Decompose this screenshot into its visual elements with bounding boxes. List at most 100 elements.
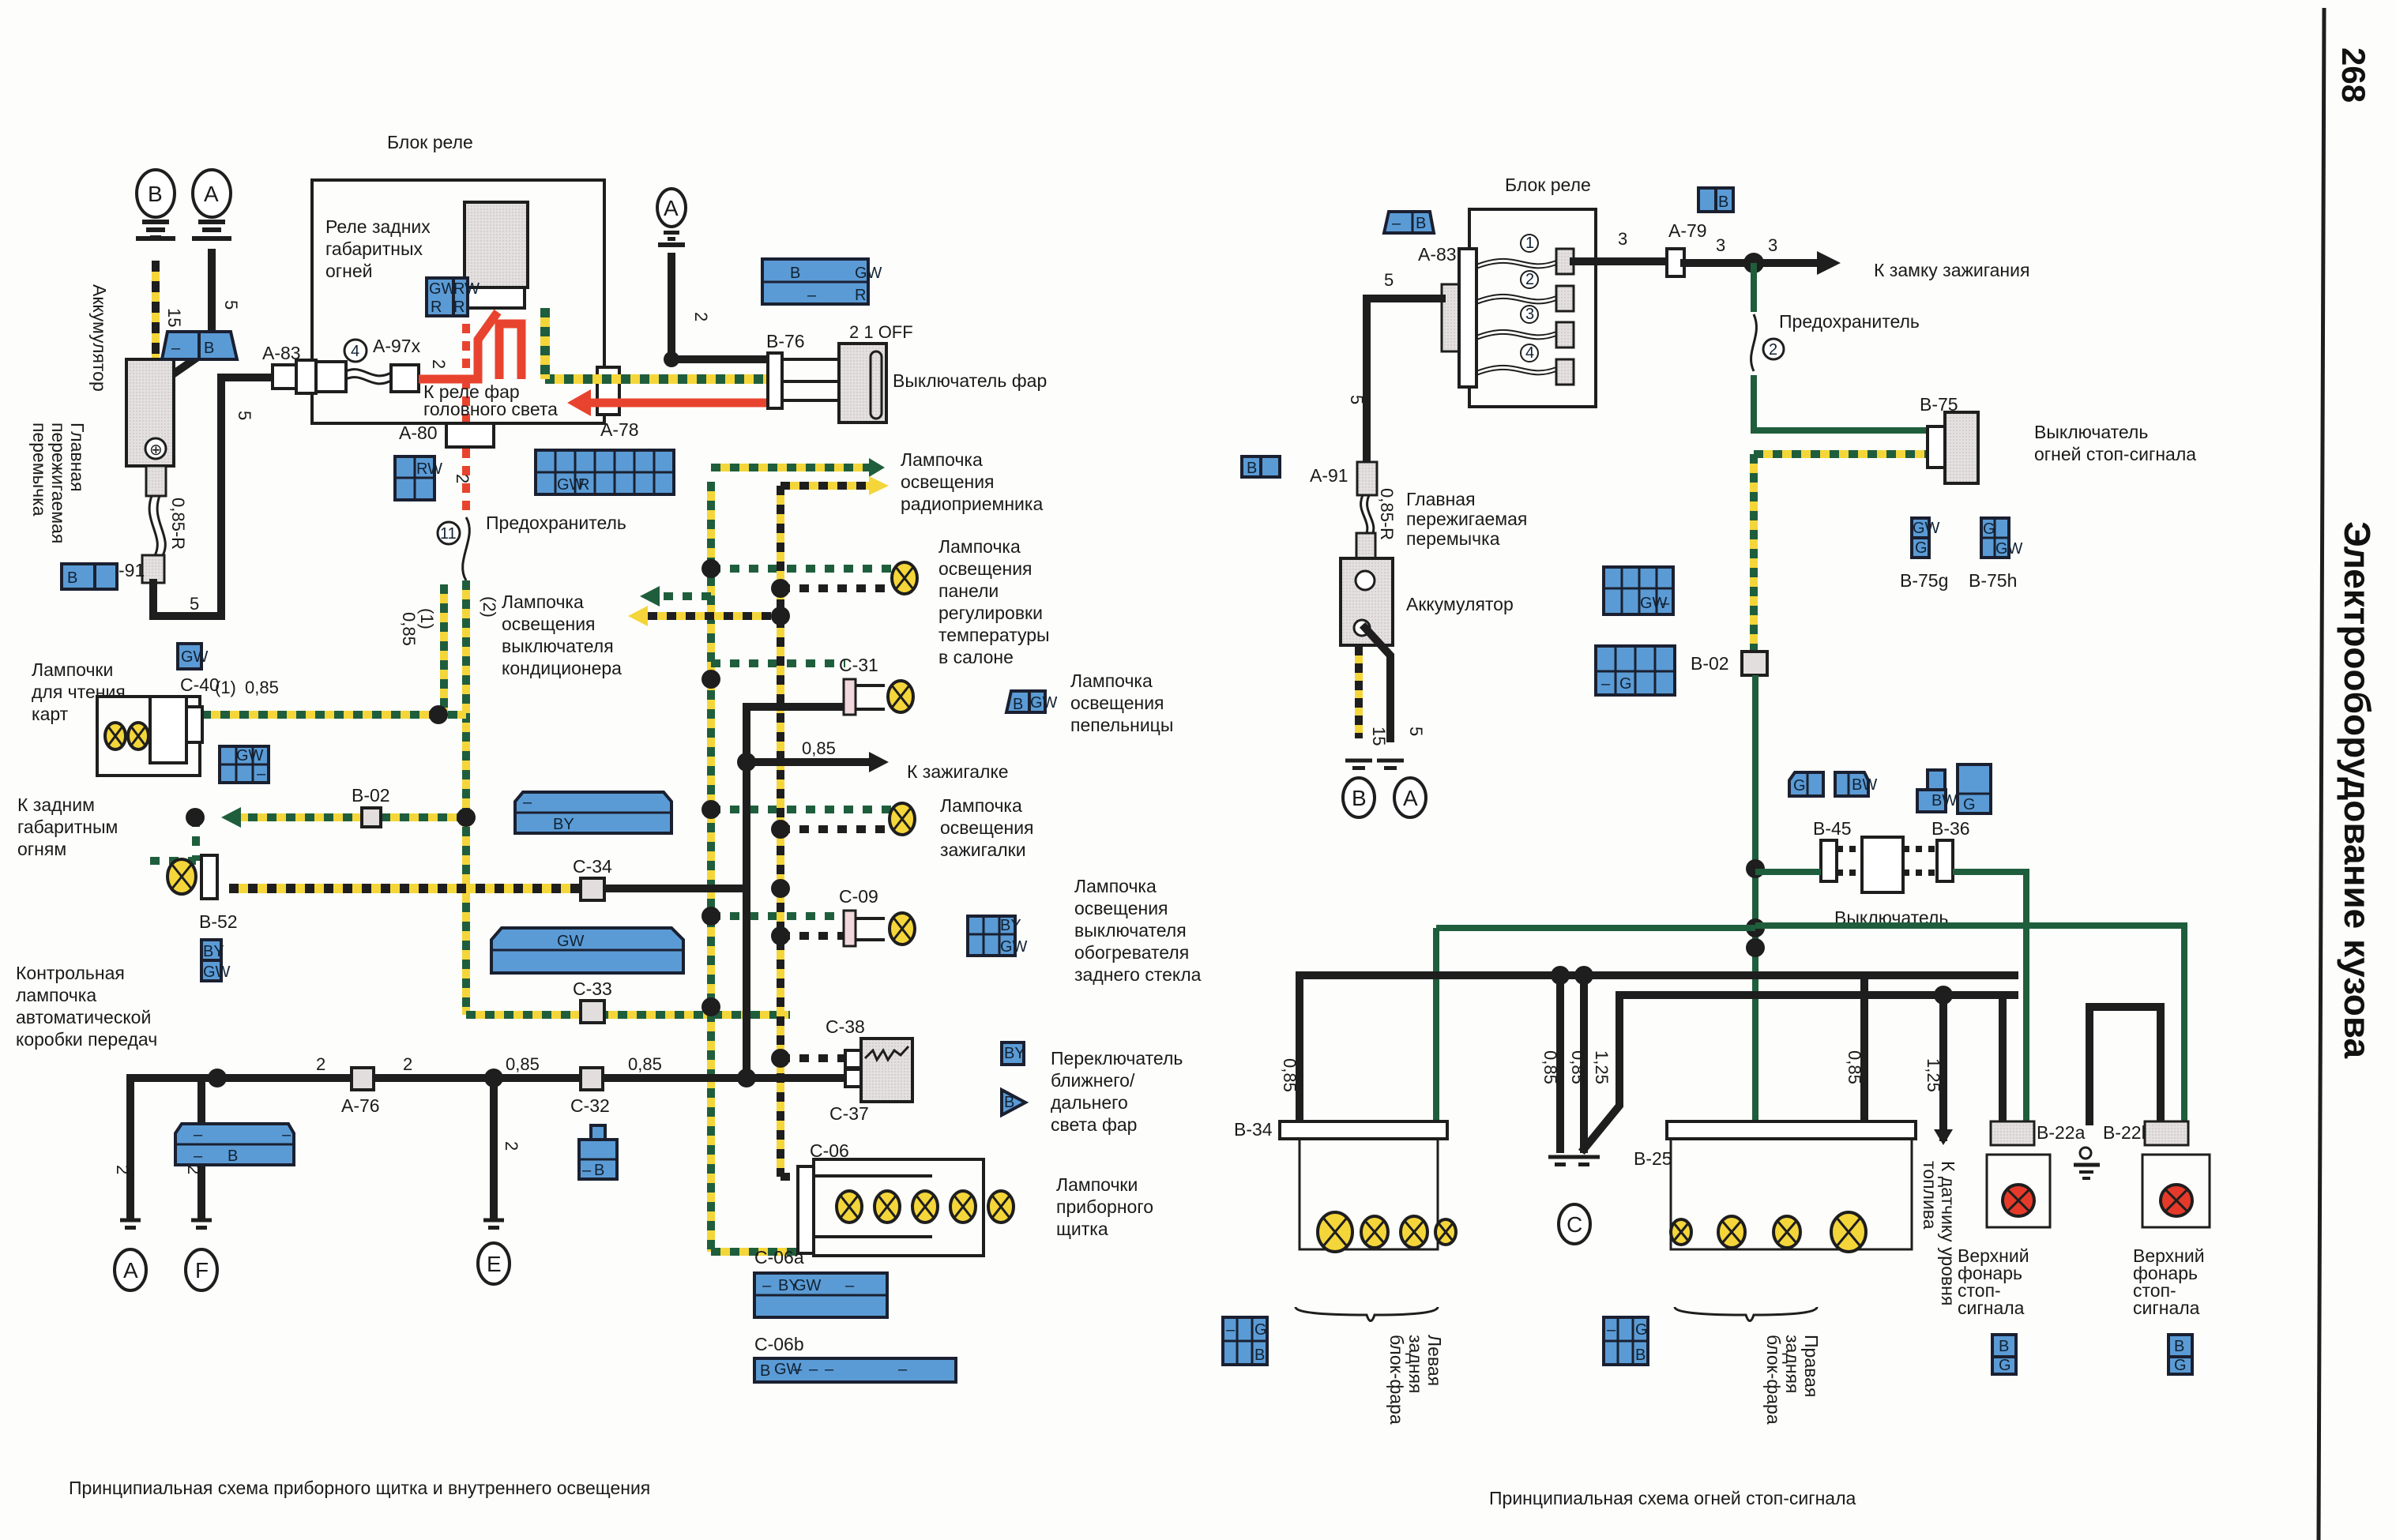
svg-text:B: B <box>1416 215 1426 232</box>
svg-text:Лампочка: Лампочка <box>502 592 584 612</box>
connector-c32-pinout: – B <box>577 1124 619 1181</box>
svg-text:пережигаемая: пережигаемая <box>48 423 69 543</box>
svg-text:G: G <box>2174 1357 2187 1374</box>
svg-text:для чтения: для чтения <box>32 682 126 702</box>
tail-lamp <box>1772 1215 1802 1249</box>
left-tail-label: Левая задняя блок-фара <box>1386 1335 1445 1425</box>
svg-text:GW: GW <box>1000 938 1028 956</box>
svg-text:–: – <box>194 1126 203 1144</box>
connector-c32 <box>579 1066 604 1091</box>
connector-c38-pinout: BY <box>1000 1041 1025 1066</box>
svg-text:Контрольная: Контрольная <box>16 963 125 983</box>
svg-text:GW: GW <box>557 933 585 950</box>
fuse-2 <box>1750 314 1758 372</box>
svg-text:К реле фар: К реле фар <box>423 381 520 402</box>
svg-text:–: – <box>1661 595 1670 612</box>
fusible-link-label: Главная пережигаемая перемычка <box>29 423 88 543</box>
svg-text:–: – <box>1226 1321 1236 1339</box>
wire-size: 2 <box>429 359 449 369</box>
switch-positions: 2 1 OFF <box>849 322 913 342</box>
svg-text:GW: GW <box>774 1361 802 1378</box>
lighter-lamp <box>888 802 916 836</box>
connector-label: C-06a <box>754 1247 804 1268</box>
connector-b76 <box>766 351 784 410</box>
svg-text:фонарь: фонарь <box>2133 1263 2198 1283</box>
svg-text:–: – <box>762 1277 772 1294</box>
svg-text:G: G <box>1915 539 1928 557</box>
connector-label: C-31 <box>839 655 878 675</box>
svg-text:карт: карт <box>32 704 69 724</box>
connector-label: B-02 <box>1691 653 1729 674</box>
svg-text:GW: GW <box>855 265 882 282</box>
svg-text:2: 2 <box>184 1165 204 1174</box>
svg-text:G: G <box>1983 520 1995 538</box>
wire-size: 3 <box>1768 235 1777 255</box>
wire-size: 0,85 <box>399 612 419 646</box>
stop-lamp <box>2001 1183 2036 1218</box>
map-lamp <box>126 721 150 751</box>
connector-a76 <box>350 1066 375 1091</box>
connector-a79-pinout: B <box>1697 186 1735 213</box>
svg-text:лампочка: лампочка <box>16 985 96 1005</box>
dimmer-switch-label: Переключатель ближнего/ дальнего света ф… <box>1051 1048 1183 1135</box>
dash-light-wires <box>150 464 893 1256</box>
svg-text:регулировки: регулировки <box>938 603 1043 623</box>
svg-text:A: A <box>1403 786 1418 810</box>
svg-text:B: B <box>1013 696 1023 713</box>
svg-text:BW: BW <box>1852 776 1877 794</box>
wire-red <box>419 309 502 384</box>
svg-text:C: C <box>1567 1212 1582 1237</box>
connector-label: B-45 <box>1813 818 1852 839</box>
svg-text:Переключатель: Переключатель <box>1051 1048 1183 1069</box>
svg-text:B: B <box>1718 193 1728 211</box>
connector-label: C-06 <box>810 1140 849 1161</box>
svg-text:–: – <box>1607 1321 1616 1339</box>
dimmer-switch[interactable] <box>859 1037 914 1103</box>
headlight-switch[interactable] <box>837 342 888 424</box>
connector-label: B-25 <box>1634 1148 1672 1169</box>
brake-switch-label: Выключатель огней стоп-сигнала <box>2034 422 2196 464</box>
connector-b36-pinouts: BW G <box>1916 763 1992 815</box>
ground-b-top: B <box>135 168 176 241</box>
svg-text:B: B <box>594 1162 604 1179</box>
svg-text:Лампочка: Лампочка <box>940 795 1022 816</box>
svg-text:Верхний: Верхний <box>1958 1245 2029 1266</box>
brake-light-switch[interactable] <box>1943 411 1980 485</box>
connector-b02 <box>360 806 382 828</box>
svg-text:–: – <box>793 1361 803 1378</box>
wire-size: 0,85 <box>802 738 836 758</box>
svg-text:B: B <box>204 340 214 357</box>
connector-b75 <box>1926 425 1947 469</box>
arrow-left-yellow <box>628 606 648 626</box>
svg-text:GW: GW <box>557 476 585 494</box>
svg-text:F: F <box>195 1258 209 1283</box>
cluster-lamps-label: Лампочки приборного щитка <box>1056 1174 1153 1239</box>
connector-c31-pinout: B GW <box>1004 689 1058 714</box>
svg-text:радиоприемника: радиоприемника <box>901 494 1043 514</box>
svg-text:–: – <box>1392 215 1401 232</box>
svg-text:зажигалки: зажигалки <box>940 839 1026 860</box>
connector-c38 <box>844 1049 863 1069</box>
connector-c37 <box>844 1068 863 1088</box>
fuel-sensor-label: К датчику уровня топлива <box>1920 1161 1958 1305</box>
wire-red <box>495 319 526 379</box>
wire-size: 5 <box>221 300 241 310</box>
svg-text:G: G <box>1635 1321 1648 1339</box>
connector-pinout-1: GW – <box>1602 565 1675 616</box>
battery-label: Аккумулятор <box>1406 594 1514 614</box>
svg-text:в салоне: в салоне <box>938 647 1014 667</box>
connector-a91 <box>1356 460 1379 497</box>
relay-pinout: GW RW R R <box>425 276 480 317</box>
connector-b25 <box>1665 1120 1917 1140</box>
arrow-radio-yellow <box>869 476 889 495</box>
svg-text:щитка: щитка <box>1056 1219 1108 1239</box>
switch[interactable] <box>1860 836 1905 894</box>
svg-text:Реле задних: Реле задних <box>325 216 431 237</box>
brace <box>1673 1306 1819 1322</box>
fusible-link <box>148 495 167 558</box>
wire-size: 0,85 <box>1540 1050 1560 1084</box>
cluster-lamp <box>949 1189 977 1224</box>
svg-text:огней стоп-сигнала: огней стоп-сигнала <box>2034 444 2196 464</box>
ashtray-lamp <box>856 679 915 714</box>
svg-text:блок-фара: блок-фара <box>1386 1335 1407 1425</box>
